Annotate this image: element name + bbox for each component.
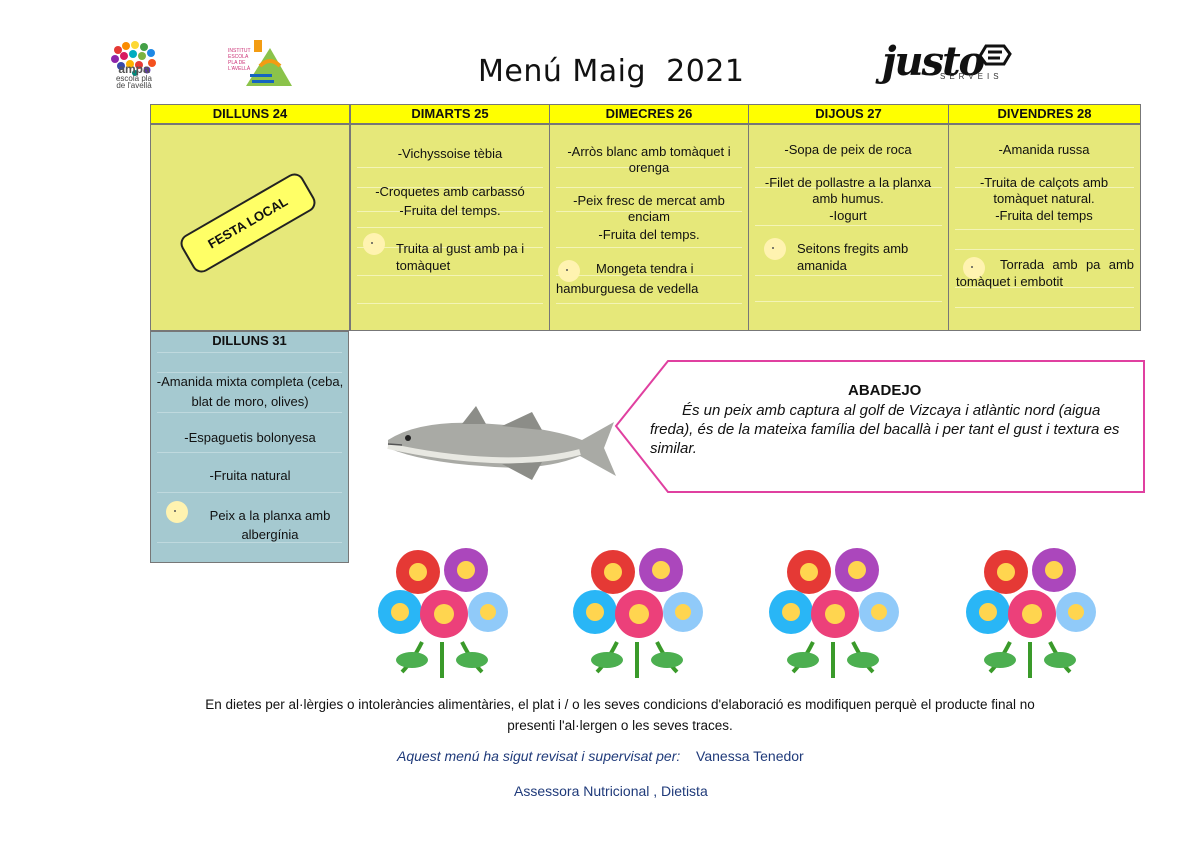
ampa-line-1: escola pla bbox=[115, 74, 153, 83]
dish-item: -Vichyssoise tèbia bbox=[397, 146, 503, 161]
caterer-logo-name: justo bbox=[882, 38, 985, 85]
dish-item: -Amanida russa bbox=[998, 142, 1090, 157]
dinner-suggestion: Peix a la planxa amb albergínia bbox=[209, 508, 331, 542]
ampa-line-2: de l'avellà bbox=[116, 81, 152, 90]
moon-icon bbox=[363, 233, 385, 255]
dish-item: -Amanida mixta completa (ceba, blat de m… bbox=[156, 374, 344, 409]
page-title: Menú Maig 2021 bbox=[478, 54, 745, 89]
day-cell-wednesday-26 bbox=[549, 124, 749, 331]
dish-item: -Fruita natural bbox=[209, 468, 291, 483]
dish-item: -Fruita del temps. bbox=[399, 203, 501, 218]
day-header-friday-28: DIVENDRES 28 bbox=[948, 104, 1141, 124]
dinner-suggestion: Seitons fregits amb amanida bbox=[797, 241, 909, 273]
dish-item: -Peix fresc de mercat amb enciam bbox=[573, 193, 725, 224]
dish-item: -Filet de pollastre a la planxa amb humu… bbox=[764, 175, 932, 206]
day-cell-monday-31 bbox=[150, 331, 349, 563]
dinner-suggestion: Torrada amb pa amb tomàquet i embotit bbox=[956, 257, 1134, 289]
dish-item: -Fruita del temps bbox=[995, 208, 1093, 223]
dish-item: -Croquetes amb carbassó bbox=[375, 184, 525, 199]
moon-icon bbox=[963, 257, 985, 279]
escola-line-3: PLA DE bbox=[228, 60, 246, 66]
caterer-logo-icon bbox=[978, 44, 1012, 66]
day-header-monday-24: DILLUNS 24 bbox=[150, 104, 350, 124]
day-header-thursday-27: DIJOUS 27 bbox=[748, 104, 949, 124]
escola-logo bbox=[246, 40, 292, 86]
escola-logo-text: INSTITUT ESCOLA PLA DE L'AVELLÀ bbox=[228, 48, 251, 72]
dish-item: -Iogurt bbox=[829, 208, 867, 223]
day-cell-tuesday-25 bbox=[350, 124, 550, 331]
day-header-monday-31: DILLUNS 31 bbox=[212, 333, 287, 348]
fish-image bbox=[387, 406, 616, 480]
reviewer-role: Assessora Nutricional , Dietista bbox=[514, 783, 708, 799]
reviewer-name: Vanessa Tenedor bbox=[696, 748, 804, 764]
caterer-logo-subtitle: SERVEIS bbox=[940, 72, 1003, 81]
ampa-logo bbox=[111, 41, 156, 76]
dish-item: -Sopa de peix de roca bbox=[784, 142, 912, 157]
day-header-tuesday-25: DIMARTS 25 bbox=[350, 104, 550, 124]
reviewed-by: Aquest menú ha sigut revisat i supervisa… bbox=[397, 748, 804, 764]
info-callout-box bbox=[614, 360, 1145, 493]
flowers-image bbox=[378, 548, 508, 678]
escola-line-4: L'AVELLÀ bbox=[228, 66, 251, 72]
escola-line-2: ESCOLA bbox=[228, 54, 249, 60]
dinner-suggestion: Mongeta tendra i hamburguesa de vedella bbox=[556, 261, 699, 296]
info-text: És un peix amb captura al golf de Vizcay… bbox=[650, 402, 1120, 457]
day-header-wednesday-26: DIMECRES 26 bbox=[549, 104, 749, 124]
info-title: ABADEJO bbox=[848, 382, 922, 399]
dish-item: -Arròs blanc amb tomàquet i orenga bbox=[567, 144, 731, 175]
flowers-image bbox=[966, 548, 1096, 678]
reviewed-label: Aquest menú ha sigut revisat i supervisa… bbox=[397, 748, 681, 764]
flowers-image bbox=[769, 548, 899, 678]
allergens-note: En dietes per al·lèrgies o intoleràncies… bbox=[205, 697, 1035, 733]
flowers-image bbox=[573, 548, 703, 678]
dish-item: -Espaguetis bolonyesa bbox=[184, 430, 316, 445]
day-cell-thursday-27 bbox=[748, 124, 949, 331]
moon-icon bbox=[558, 260, 580, 282]
dish-item: -Truita de calçots amb tomàquet natural. bbox=[979, 175, 1109, 206]
ampa-logo-text: ampa escola pla de l'avellà bbox=[108, 62, 160, 90]
moon-icon bbox=[166, 501, 188, 523]
ampa-name: ampa bbox=[118, 62, 150, 76]
escola-line-1: INSTITUT bbox=[228, 48, 251, 54]
day-cell-friday-28 bbox=[948, 124, 1141, 331]
moon-icon bbox=[764, 238, 786, 260]
dish-item: -Fruita del temps. bbox=[598, 227, 700, 242]
dinner-suggestion: Truita al gust amb pa i tomàquet bbox=[396, 241, 525, 273]
